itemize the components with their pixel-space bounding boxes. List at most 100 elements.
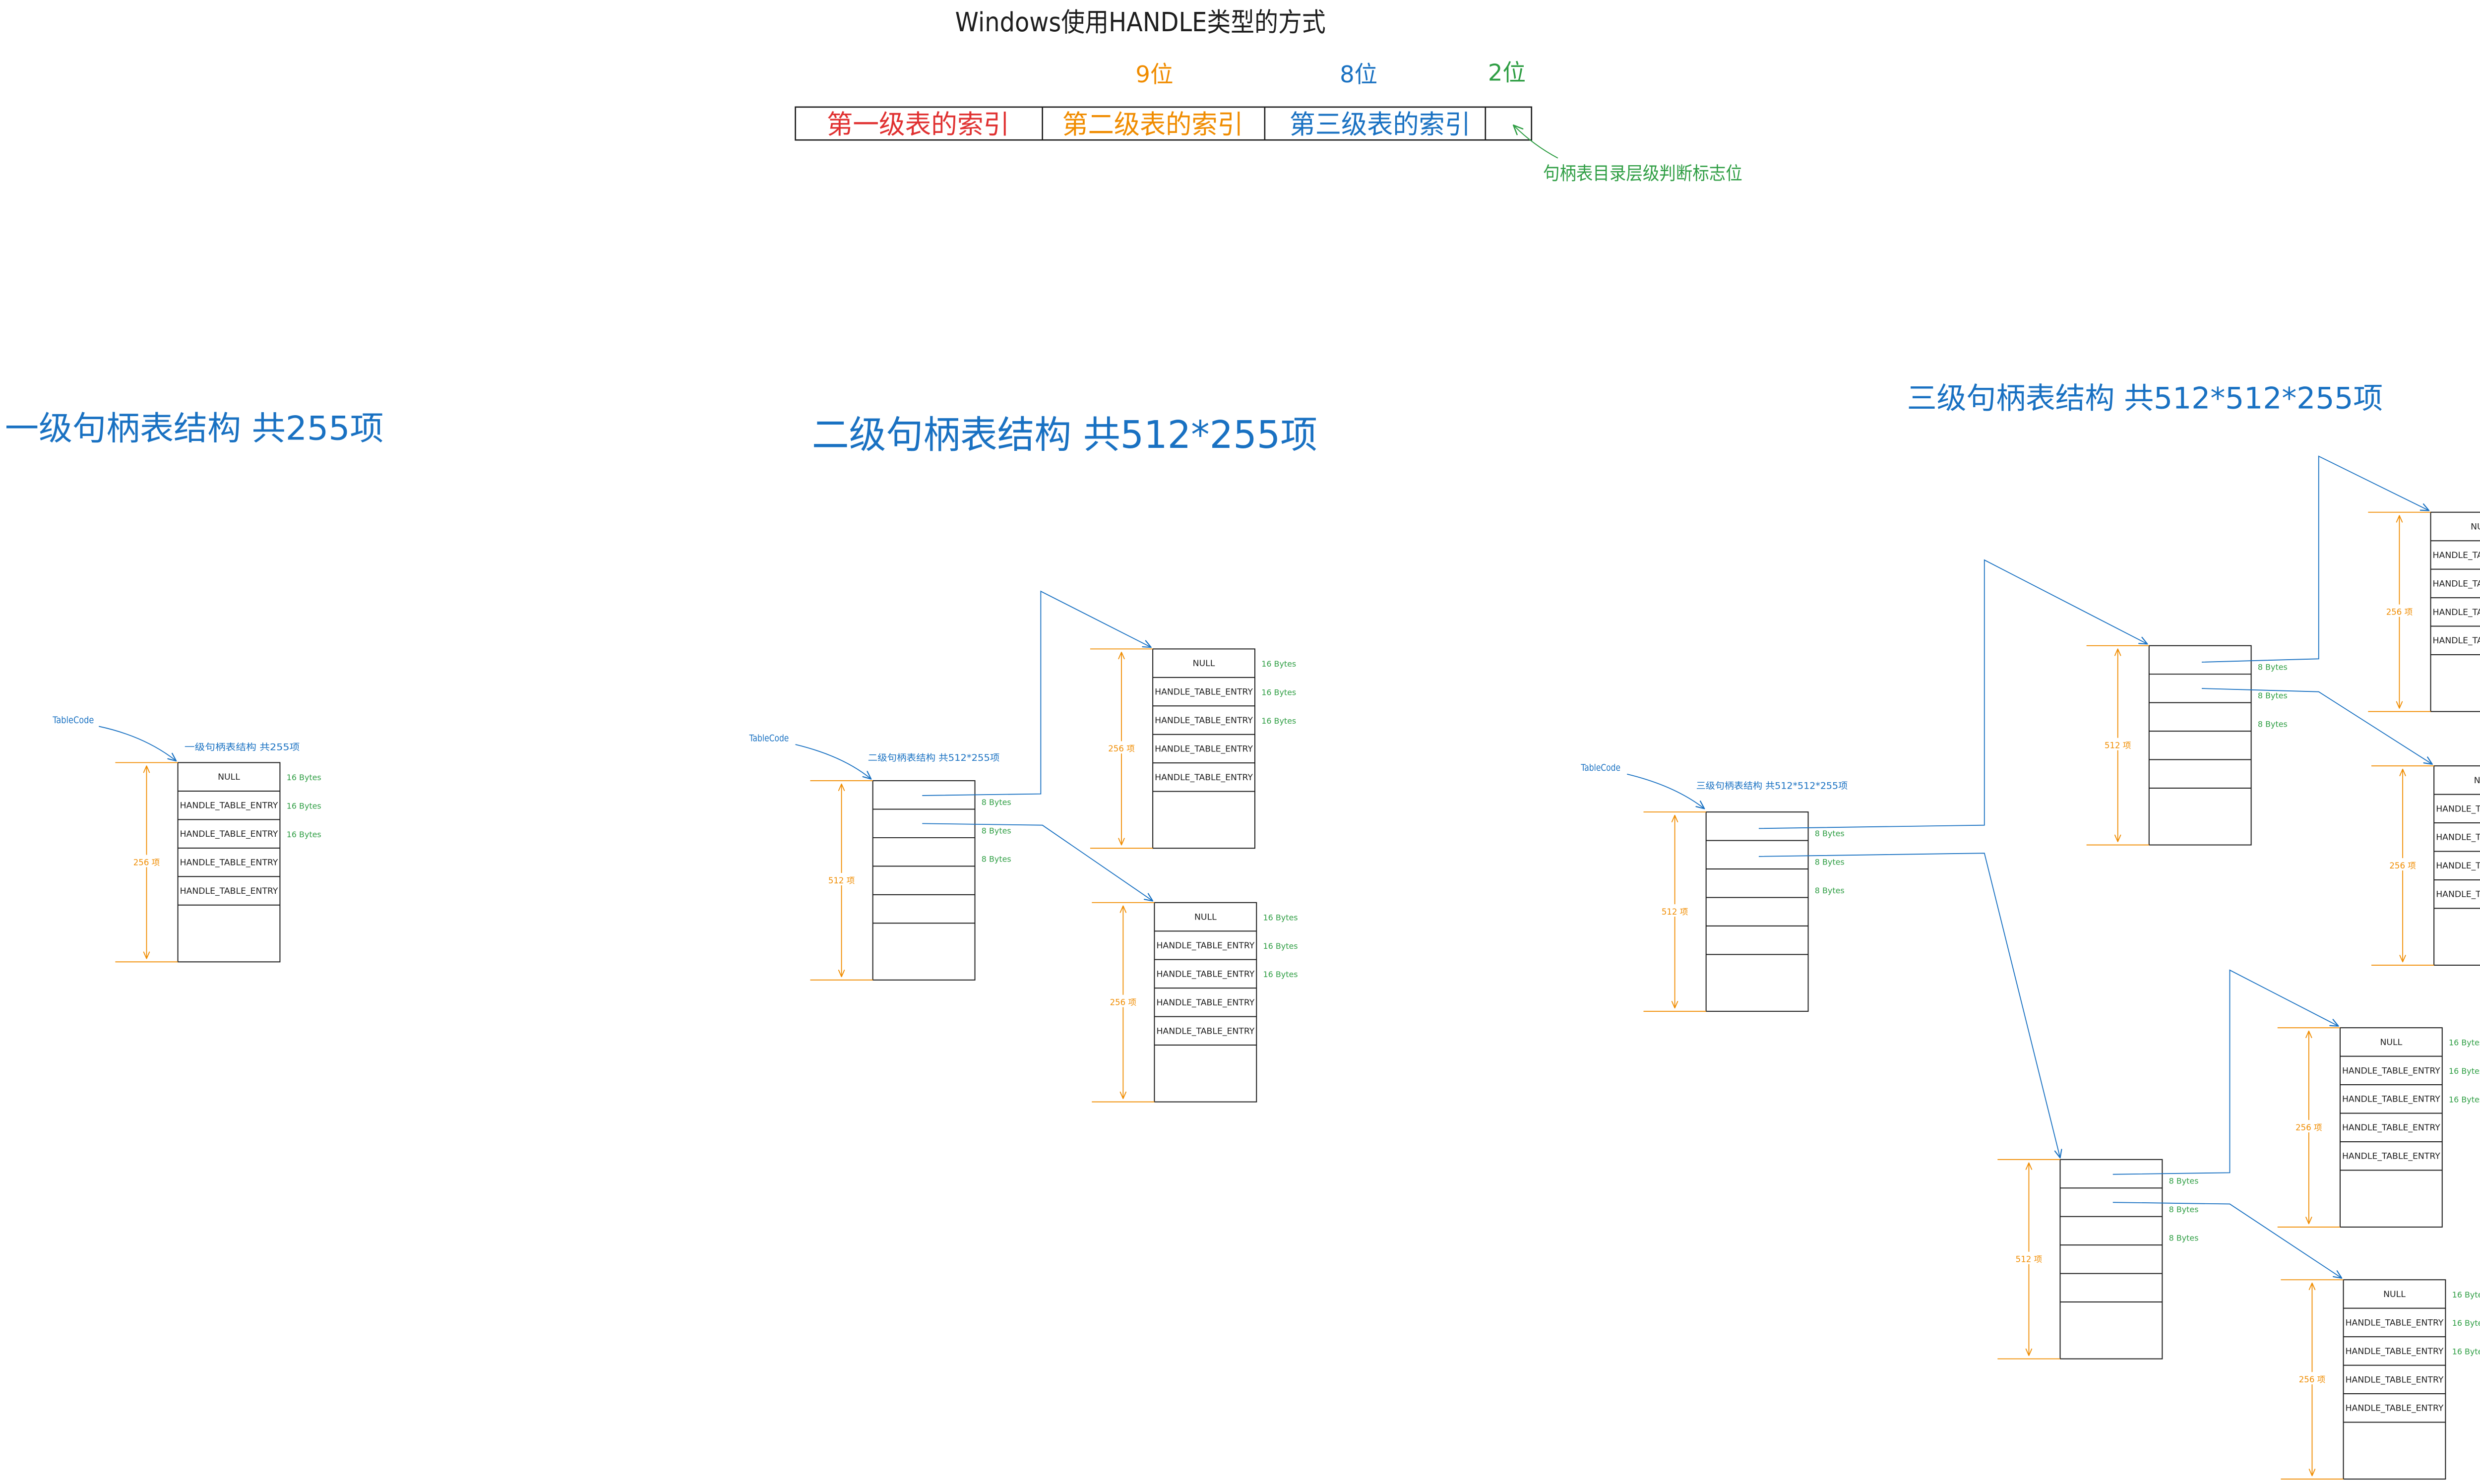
handle-table-entry: HANDLE_TABLE_ENTRY xyxy=(2346,1375,2444,1385)
table-border xyxy=(2339,1027,2443,1228)
handle-table-entry: HANDLE_TABLE_ENTRY xyxy=(2436,804,2480,814)
table-border xyxy=(2059,1159,2163,1360)
count-label-background xyxy=(1107,994,1139,1007)
handle-format: Windows使用HANDLE类型的方式 9位 8位 2位 第一级表的索引 第二… xyxy=(795,7,1742,184)
field-second-index: 第二级表的索引 xyxy=(1062,109,1243,140)
table-border xyxy=(1154,902,1257,1103)
handle-table-entry: HANDLE_TABLE_ENTRY xyxy=(2433,608,2480,618)
count-label-background xyxy=(130,855,163,867)
table-pointer-arrow xyxy=(1758,853,2062,1159)
table-border xyxy=(872,780,976,981)
level-caption: 三级句柄表结构 共512*512*255项 xyxy=(1696,781,1848,792)
bits-label-flag: 2位 xyxy=(1488,60,1526,86)
handle-table-entry: HANDLE_TABLE_ENTRY xyxy=(1155,716,1253,726)
section-headings: 一级句柄表结构 共255项 二级句柄表结构 共512*255项 三级句柄表结构 … xyxy=(5,382,2383,458)
entry-size-label: 16 Bytes xyxy=(1261,687,1296,697)
entry-size-label: 8 Bytes xyxy=(2169,1205,2199,1214)
level3-entry-table-a: NULL HANDLE_TABLE_ENTRY HANDLE_TABLE_ENTRY… xyxy=(2368,511,2480,712)
entry-size-label: 8 Bytes xyxy=(982,855,1011,864)
handle-table-entry: HANDLE_TABLE_ENTRY xyxy=(2346,1318,2444,1328)
table-code-arrow xyxy=(1627,773,1705,809)
handle-table-entry: HANDLE_TABLE_ENTRY xyxy=(1155,687,1253,697)
table-border xyxy=(2343,1279,2446,1480)
handle-table-entry: HANDLE_TABLE_ENTRY xyxy=(1156,1026,1254,1036)
entry-count-dimension: 512 项 xyxy=(1997,1159,2060,1360)
bits-label-third-index: 8位 xyxy=(1340,61,1377,88)
bits-label-second-index: 9位 xyxy=(1135,61,1173,88)
entry-size-label: 16 Bytes xyxy=(1261,659,1296,669)
table-pointer-arrow xyxy=(1758,559,2148,829)
entry-size-label: 16 Bytes xyxy=(1263,970,1298,979)
diagram-title: Windows使用HANDLE类型的方式 xyxy=(955,7,1326,38)
table-pointer-arrow xyxy=(2112,1202,2343,1279)
handle-table-entry: HANDLE_TABLE_ENTRY xyxy=(2342,1152,2440,1162)
entry-size-label: 16 Bytes xyxy=(287,773,321,782)
pointer-arrows xyxy=(922,455,2433,1279)
entry-count-label: 512 项 xyxy=(1662,907,1688,917)
handle-table-entry: HANDLE_TABLE_ENTRY xyxy=(2436,890,2480,900)
level3-entry-table-b: NULL HANDLE_TABLE_ENTRY HANDLE_TABLE_ENTRY… xyxy=(2371,765,2480,966)
field-first-index: 第一级表的索引 xyxy=(827,109,1010,140)
entry-count-dimension: 256 项 xyxy=(2277,1027,2340,1228)
entry-count-label: 256 项 xyxy=(1108,744,1135,753)
entry-size-label: 8 Bytes xyxy=(2258,719,2288,729)
level-caption: 二级句柄表结构 共512*255项 xyxy=(868,753,1000,763)
entry-size-label: 16 Bytes xyxy=(287,830,321,839)
entry-count-dimension: 256 项 xyxy=(2368,511,2431,712)
handle-table-entry: HANDLE_TABLE_ENTRY xyxy=(2436,833,2480,843)
handle-table-entry: HANDLE_TABLE_ENTRY xyxy=(2433,551,2480,560)
level1-entry-point: TableCode 一级句柄表结构 共255项 xyxy=(52,715,300,762)
count-label-background xyxy=(2102,738,2134,750)
handle-table-entry: HANDLE_TABLE_ENTRY xyxy=(1156,998,1254,1008)
entry-size-label: 16 Bytes xyxy=(287,801,321,810)
handle-table-entry: HANDLE_TABLE_ENTRY xyxy=(2342,1123,2440,1133)
count-label-background xyxy=(1106,741,1137,754)
table-pointer-arrow xyxy=(2202,688,2433,765)
entry-size-label: 8 Bytes xyxy=(2258,663,2288,672)
null-entry: NULL xyxy=(2474,776,2480,786)
handle-table-entry: HANDLE_TABLE_ENTRY xyxy=(1156,969,1254,979)
table-code-label: TableCode xyxy=(749,733,789,743)
null-entry: NULL xyxy=(1193,659,1215,669)
entry-count-label: 512 项 xyxy=(828,876,855,885)
heading-level2: 二级句柄表结构 共512*255项 xyxy=(812,413,1317,457)
handle-table-entry: HANDLE_TABLE_ENTRY xyxy=(2346,1347,2444,1357)
table-pointer-arrow xyxy=(922,823,1154,902)
entry-count-dimension: 512 项 xyxy=(810,780,873,981)
handle-table-entry: HANDLE_TABLE_ENTRY xyxy=(2342,1066,2440,1076)
handle-table-entry: HANDLE_TABLE_ENTRY xyxy=(180,858,278,868)
entry-size-label: 16 Bytes xyxy=(1263,941,1298,951)
level1-entry-table: NULLHANDLE_TABLE_ENTRYHANDLE_TABLE_ENTRY… xyxy=(115,762,321,963)
level3-entry-table-c: NULLHANDLE_TABLE_ENTRYHANDLE_TABLE_ENTRY… xyxy=(2277,1027,2480,1228)
handle-table-entry: HANDLE_TABLE_ENTRY xyxy=(1155,773,1253,783)
handle-table-entry: HANDLE_TABLE_ENTRY xyxy=(1156,941,1254,951)
entry-size-label: 16 Bytes xyxy=(2449,1066,2480,1076)
level2-entry-table-a: NULL HANDLE_TABLE_ENTRY HANDLE_TABLE_ENTRY… xyxy=(1090,648,1296,849)
entry-count-label: 256 项 xyxy=(133,858,160,867)
count-label-background xyxy=(2296,1372,2328,1385)
entry-size-label: 16 Bytes xyxy=(2449,1095,2480,1105)
level-caption: 一级句柄表结构 共255项 xyxy=(185,742,300,753)
heading-level1: 一级句柄表结构 共255项 xyxy=(5,409,384,448)
entry-size-label: 16 Bytes xyxy=(2452,1290,2480,1299)
entry-count-dimension: 256 项 xyxy=(115,762,178,963)
entry-count-label: 256 项 xyxy=(2389,861,2416,870)
entry-count-dimension: 256 项 xyxy=(1092,902,1155,1103)
entry-size-label: 16 Bytes xyxy=(2452,1318,2480,1328)
entry-size-label: 8 Bytes xyxy=(2169,1234,2199,1243)
count-label-background xyxy=(2383,604,2416,617)
null-entry: NULL xyxy=(2471,522,2480,532)
level2-entry-point: TableCode 二级句柄表结构 共512*255项 xyxy=(749,733,1000,780)
entry-size-label: 16 Bytes xyxy=(2452,1347,2480,1357)
table-code-arrow xyxy=(795,744,872,780)
handle-table-entry: HANDLE_TABLE_ENTRY xyxy=(2433,579,2480,589)
level3-entry-table-d: NULLHANDLE_TABLE_ENTRYHANDLE_TABLE_ENTRY… xyxy=(2281,1279,2480,1480)
entry-count-label: 256 项 xyxy=(2295,1123,2322,1132)
table-border xyxy=(1705,811,1809,1012)
entry-count-label: 256 项 xyxy=(1110,998,1137,1007)
handle-table-entry: HANDLE_TABLE_ENTRY xyxy=(2346,1404,2444,1414)
table-pointer-arrow xyxy=(2112,969,2339,1175)
